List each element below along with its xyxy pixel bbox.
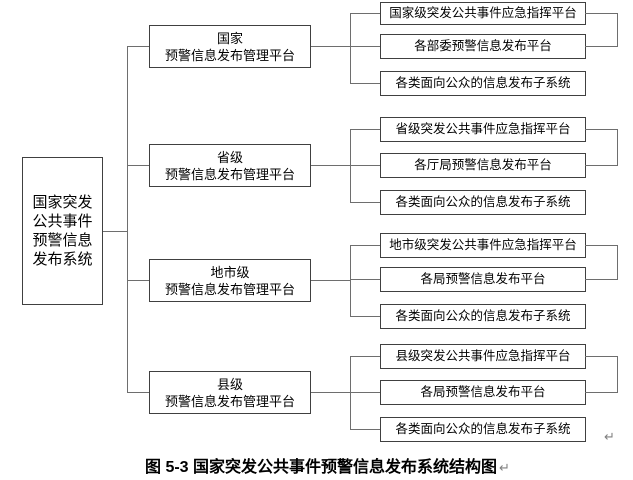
figure-caption: 图 5-3 国家突发公共事件预警信息发布系统结构图↵ bbox=[145, 453, 510, 477]
connector-line bbox=[350, 13, 351, 84]
manager-node-county: 县级 预警信息发布管理平台 bbox=[149, 371, 311, 414]
bracket-line bbox=[585, 46, 618, 47]
child-node-publish-platform: 各局预警信息发布平台 bbox=[380, 267, 586, 292]
paragraph-mark-icon: ↵ bbox=[604, 429, 615, 444]
connector-line bbox=[350, 429, 380, 430]
manager-level-label: 地市级 bbox=[210, 264, 250, 280]
child-label: 各类面向公众的信息发布子系统 bbox=[395, 308, 571, 323]
connector-line bbox=[350, 165, 380, 166]
connector-line bbox=[127, 46, 149, 47]
child-node-publish-platform: 各厅局预警信息发布平台 bbox=[380, 153, 586, 178]
connector-line bbox=[127, 165, 149, 166]
child-label: 各局预警信息发布平台 bbox=[420, 271, 546, 286]
manager-platform-label: 预警信息发布管理平台 bbox=[164, 393, 295, 409]
bracket-line bbox=[585, 129, 618, 130]
child-node-command-platform: 地市级突发公共事件应急指挥平台 bbox=[380, 233, 586, 258]
child-node-publish-platform: 各局预警信息发布平台 bbox=[380, 380, 586, 405]
child-label: 国家级突发公共事件应急指挥平台 bbox=[389, 5, 577, 20]
root-label-line: 国家突发 bbox=[32, 194, 93, 211]
child-node-public-subsystem: 各类面向公众的信息发布子系统 bbox=[380, 71, 586, 96]
connector-line bbox=[350, 245, 351, 317]
bracket-line bbox=[617, 129, 618, 166]
child-label: 各类面向公众的信息发布子系统 bbox=[395, 75, 571, 90]
connector-line bbox=[350, 202, 380, 203]
child-node-publish-platform: 各部委预警信息发布平台 bbox=[380, 34, 586, 59]
bracket-line bbox=[585, 392, 618, 393]
child-label: 省级突发公共事件应急指挥平台 bbox=[395, 121, 571, 136]
connector-line bbox=[311, 392, 350, 393]
manager-level-label: 国家 bbox=[216, 30, 243, 46]
child-label: 各厅局预警信息发布平台 bbox=[414, 157, 552, 172]
connector-line bbox=[350, 46, 380, 47]
connector-line bbox=[127, 392, 149, 393]
manager-node-national: 国家 预警信息发布管理平台 bbox=[149, 25, 311, 68]
connector-line bbox=[103, 231, 127, 232]
root-label-line: 公共事件 bbox=[32, 213, 93, 230]
child-label: 各类面向公众的信息发布子系统 bbox=[395, 194, 571, 209]
connector-line bbox=[311, 165, 350, 166]
manager-platform-label: 预警信息发布管理平台 bbox=[164, 281, 295, 297]
bracket-line bbox=[617, 245, 618, 280]
manager-platform-label: 预警信息发布管理平台 bbox=[164, 47, 295, 63]
bracket-line bbox=[585, 245, 618, 246]
child-node-public-subsystem: 各类面向公众的信息发布子系统 bbox=[380, 304, 586, 329]
root-label-line: 预警信息 bbox=[32, 232, 93, 249]
manager-platform-label: 预警信息发布管理平台 bbox=[164, 166, 295, 182]
child-label: 各局预警信息发布平台 bbox=[420, 384, 546, 399]
connector-line bbox=[350, 356, 351, 430]
bracket-line bbox=[585, 13, 618, 14]
figure-caption-text: 图 5-3 国家突发公共事件预警信息发布系统结构图 bbox=[145, 459, 498, 476]
paragraph-mark-icon: ↵ bbox=[499, 460, 510, 475]
bracket-line bbox=[585, 165, 618, 166]
child-node-command-platform: 县级突发公共事件应急指挥平台 bbox=[380, 344, 586, 369]
connector-line bbox=[311, 280, 350, 281]
child-node-command-platform: 省级突发公共事件应急指挥平台 bbox=[380, 117, 586, 142]
child-node-command-platform: 国家级突发公共事件应急指挥平台 bbox=[380, 2, 586, 25]
child-label: 县级突发公共事件应急指挥平台 bbox=[395, 348, 571, 363]
connector-line bbox=[127, 280, 149, 281]
manager-level-label: 省级 bbox=[216, 149, 243, 165]
child-node-public-subsystem: 各类面向公众的信息发布子系统 bbox=[380, 417, 586, 442]
child-label: 各类面向公众的信息发布子系统 bbox=[395, 421, 571, 436]
bracket-line bbox=[617, 13, 618, 47]
connector-line bbox=[350, 392, 380, 393]
child-label: 地市级突发公共事件应急指挥平台 bbox=[389, 237, 577, 252]
connector-line bbox=[350, 83, 380, 84]
bracket-line bbox=[585, 356, 618, 357]
manager-node-city: 地市级 预警信息发布管理平台 bbox=[149, 259, 311, 302]
connector-line bbox=[311, 46, 350, 47]
connector-line bbox=[350, 245, 380, 246]
connector-line bbox=[350, 129, 380, 130]
root-node: 国家突发 公共事件 预警信息 发布系统 bbox=[22, 157, 103, 305]
manager-node-province: 省级 预警信息发布管理平台 bbox=[149, 144, 311, 187]
connector-line bbox=[350, 129, 351, 203]
child-label: 各部委预警信息发布平台 bbox=[414, 38, 552, 53]
bracket-line bbox=[617, 356, 618, 393]
connector-line bbox=[350, 13, 380, 14]
manager-level-label: 县级 bbox=[216, 376, 243, 392]
connector-line bbox=[350, 279, 380, 280]
child-node-public-subsystem: 各类面向公众的信息发布子系统 bbox=[380, 190, 586, 215]
connector-line bbox=[350, 356, 380, 357]
root-label-line: 发布系统 bbox=[32, 251, 93, 268]
bracket-line bbox=[585, 279, 618, 280]
connector-line bbox=[127, 46, 128, 393]
connector-line bbox=[350, 316, 380, 317]
